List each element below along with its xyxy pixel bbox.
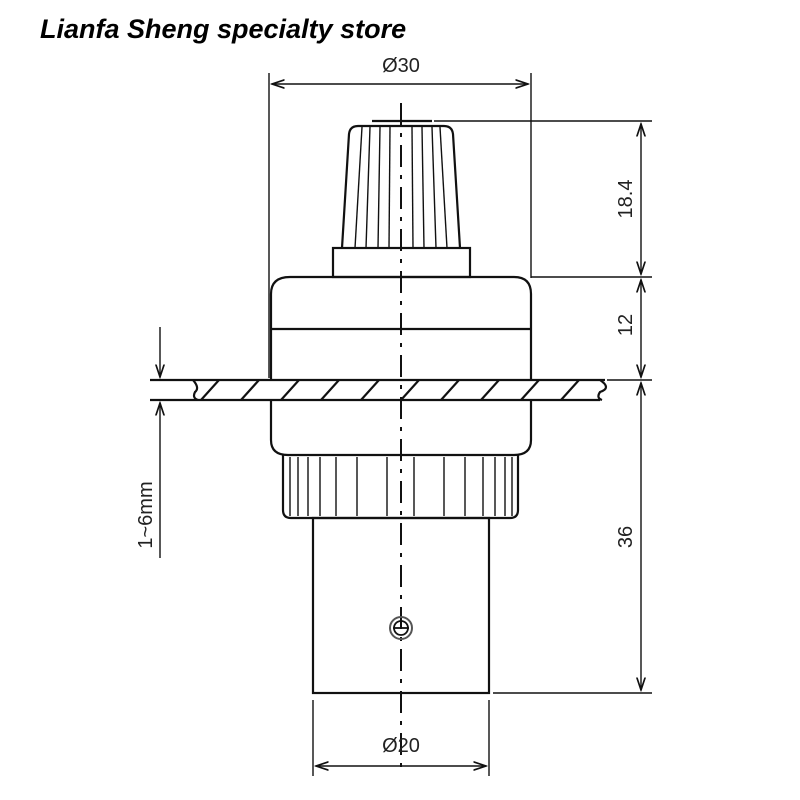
- hatch-line: [440, 379, 460, 401]
- outer-diameter-dimension: Ø30: [268, 55, 532, 378]
- screw-icon: [389, 616, 413, 640]
- hatch-line: [240, 379, 260, 401]
- hatch-line: [320, 379, 340, 401]
- hatch-line: [200, 379, 220, 401]
- height-dimensions: 18.4 12 36: [434, 120, 652, 694]
- hatch-line: [400, 379, 420, 401]
- shaft: [311, 516, 491, 695]
- body-length-label: 36: [615, 526, 637, 548]
- knob: [331, 119, 472, 279]
- hatch-line: [480, 379, 500, 401]
- hatch-line: [280, 379, 300, 401]
- hatch-line: [520, 379, 540, 401]
- housing-height-label: 12: [615, 314, 637, 336]
- shaft-diameter-label: Ø20: [382, 735, 420, 757]
- store-title: Lianfa Sheng specialty store: [40, 14, 407, 44]
- panel-thickness-dimension: 1~6mm: [135, 327, 160, 558]
- outer-diameter-label: Ø30: [382, 55, 420, 77]
- hatch-line: [560, 379, 580, 401]
- shaft-diameter-dimension: Ø20: [312, 700, 490, 776]
- hatch-line: [360, 379, 380, 401]
- panel-thickness-label: 1~6mm: [135, 481, 157, 548]
- knob-height-label: 18.4: [615, 180, 637, 219]
- mounting-panel: [150, 378, 608, 402]
- housing: [269, 275, 533, 457]
